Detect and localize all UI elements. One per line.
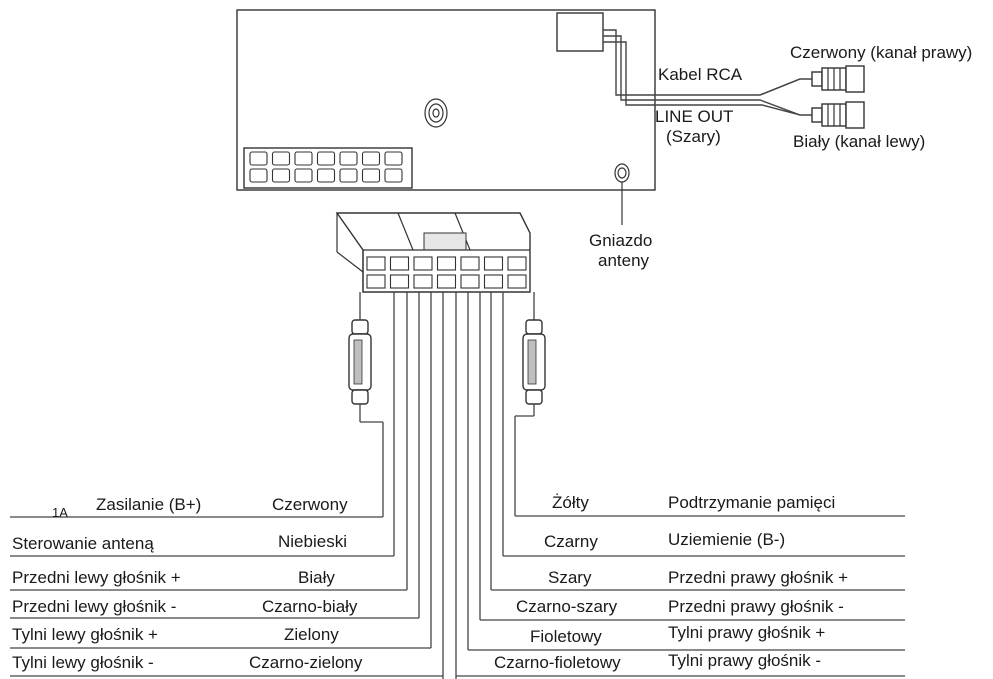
plug-pin: [507, 256, 527, 271]
socket-cell: [384, 151, 403, 166]
head-unit-iso-socket: [243, 147, 413, 189]
socket-cell: [339, 168, 358, 183]
left-wire-color-5: Zielony: [284, 625, 339, 644]
right-wire-color-6: Czarno-fioletowy: [494, 653, 621, 672]
antenna-socket-label-2: anteny: [598, 251, 650, 270]
plug-pin: [366, 256, 386, 271]
right-wire-color-4: Czarno-szary: [516, 597, 618, 616]
socket-cell: [361, 151, 381, 166]
line-out-label: LINE OUT: [655, 107, 733, 126]
fuse-rating-label: 1A: [52, 505, 68, 520]
rca-cable-label: Kabel RCA: [658, 65, 743, 84]
right-wire-color-1: Żółty: [552, 493, 589, 512]
plug-pin: [366, 274, 386, 289]
left-wire-function-1: Zasilanie (B+): [96, 495, 201, 514]
antenna-socket-icon: [614, 163, 630, 225]
left-wire-color-6: Czarno-zielony: [249, 653, 363, 672]
right-wire-function-1: Podtrzymanie pamięci: [668, 493, 835, 512]
socket-cell: [294, 151, 313, 166]
rca-cable: [603, 29, 865, 129]
rca-plug-right-icon: [811, 65, 865, 93]
right-wire-function-2: Uziemienie (B-): [668, 530, 785, 549]
socket-cell: [316, 168, 336, 183]
rca-left-channel-label: Biały (kanał lewy): [793, 132, 925, 151]
plug-pin: [413, 274, 433, 289]
wires: [10, 292, 905, 679]
right-wire-function-4: Przedni prawy głośnik -: [668, 597, 844, 616]
mounting-screw-icon: [424, 98, 448, 128]
socket-cell: [339, 151, 358, 166]
right-wire-color-2: Czarny: [544, 532, 598, 551]
plug-pin: [436, 256, 457, 271]
right-wire-function-6: Tylni prawy głośnik -: [668, 651, 821, 670]
left-wire-color-2: Niebieski: [278, 532, 347, 551]
socket-cell: [271, 168, 291, 183]
fuse-left-icon: [348, 292, 372, 405]
plug-pin: [460, 256, 480, 271]
head-unit: [236, 9, 656, 225]
right-wire-function-3: Przedni prawy głośnik +: [668, 568, 848, 587]
line-out-color-label: (Szary): [666, 127, 721, 146]
left-wire-color-3: Biały: [298, 568, 335, 587]
socket-cell: [271, 151, 291, 166]
iso-plug-pins: [366, 256, 527, 289]
left-wire-function-5: Tylni lewy głośnik +: [12, 625, 158, 644]
plug-pin: [483, 274, 504, 289]
rca-plug-left-icon: [811, 101, 865, 129]
left-wire-function-4: Przedni lewy głośnik -: [12, 597, 176, 616]
right-wire-function-5: Tylni prawy głośnik +: [668, 623, 825, 642]
socket-cell: [316, 151, 336, 166]
plug-pin: [436, 274, 457, 289]
left-wire-color-1: Czerwony: [272, 495, 348, 514]
right-wire-color-3: Szary: [548, 568, 592, 587]
socket-cell: [249, 168, 268, 183]
socket-cell: [384, 168, 403, 183]
plug-pin: [389, 274, 410, 289]
right-wire-color-5: Fioletowy: [530, 627, 602, 646]
plug-pin: [460, 274, 480, 289]
socket-cell: [361, 168, 381, 183]
plug-pin: [483, 256, 504, 271]
plug-pin: [507, 274, 527, 289]
socket-cell: [294, 168, 313, 183]
fuse-right-icon: [522, 292, 546, 405]
socket-cell: [249, 151, 268, 166]
left-wire-function-2: Sterowanie anteną: [12, 534, 154, 553]
plug-pin: [413, 256, 433, 271]
rca-output-block: [556, 12, 604, 52]
rca-right-channel-label: Czerwony (kanał prawy): [790, 43, 972, 62]
antenna-socket-label-1: Gniazdo: [589, 231, 652, 250]
plug-pin: [389, 256, 410, 271]
left-wire-function-3: Przedni lewy głośnik +: [12, 568, 181, 587]
iso-connector-plug: [335, 212, 531, 293]
left-wire-color-4: Czarno-biały: [262, 597, 358, 616]
left-wire-function-6: Tylni lewy głośnik -: [12, 653, 154, 672]
